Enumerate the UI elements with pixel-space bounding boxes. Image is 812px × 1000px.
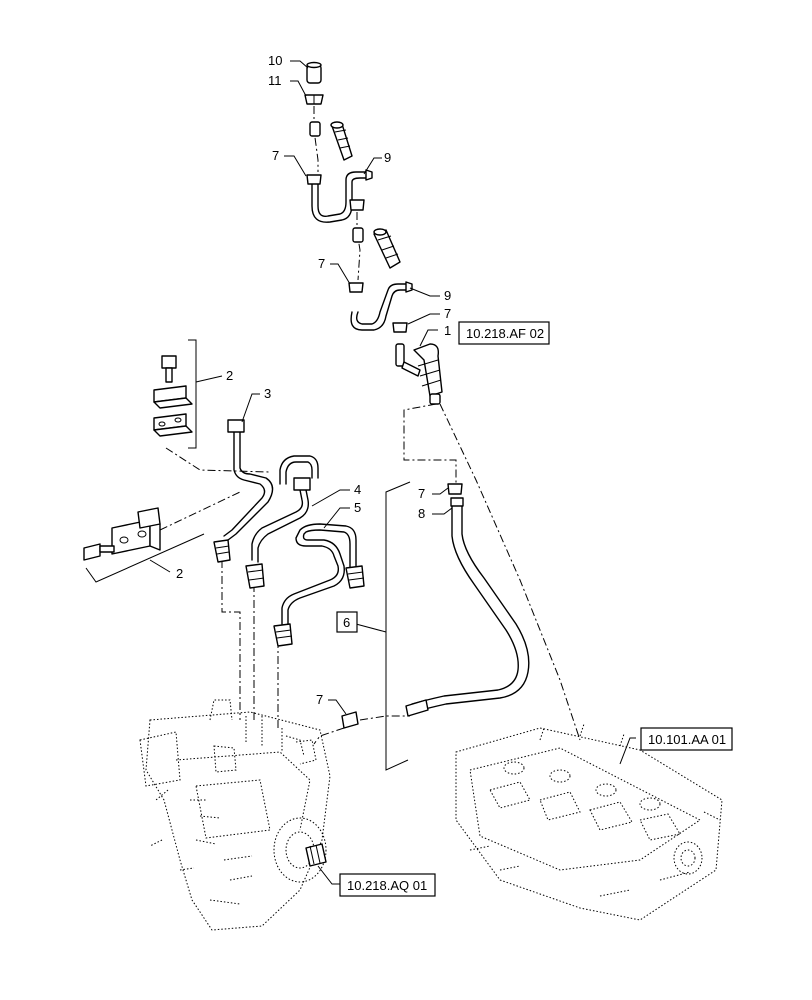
- fuel-injection-pump: [139, 699, 331, 931]
- part-2-clamp-upper: [153, 355, 193, 437]
- callout-7: 7: [316, 692, 323, 707]
- callout-9: 9: [384, 150, 391, 165]
- callout-7: 7: [318, 256, 325, 271]
- reference-box-injection-pump: 10.218.AQ 01: [339, 873, 436, 897]
- reference-box-injector: 10.218.AF 02: [458, 321, 550, 345]
- part-7-washer-a: [306, 174, 322, 185]
- pump-shaft-fitting: [305, 843, 327, 867]
- part-7-washer-f: [341, 711, 359, 729]
- callout-7: 7: [444, 306, 451, 321]
- callout-11: 11: [268, 73, 282, 88]
- upper-injector-fitting: [309, 121, 353, 161]
- reference-box-cylinder-head: 10.101.AA 01: [640, 727, 733, 751]
- callout-7: 7: [272, 148, 279, 163]
- part-7-washer-c: [348, 282, 364, 293]
- callout-7: 7: [418, 486, 425, 501]
- callout-8: 8: [418, 506, 425, 521]
- callout-6: 6: [343, 615, 350, 630]
- middle-injector-fitting: [352, 227, 401, 269]
- part-1-injector: [395, 343, 443, 405]
- callout-10: 10: [268, 53, 282, 68]
- callout-5: 5: [354, 500, 361, 515]
- part-4-injection-pipe: [245, 455, 319, 589]
- callout-3: 3: [264, 386, 271, 401]
- callout-1: 1: [444, 323, 451, 338]
- callout-4: 4: [354, 482, 361, 497]
- part-9-leakoff-pipe-lower: [350, 281, 413, 331]
- callout-6-box: 6: [336, 611, 358, 633]
- part-2-clamp-lower: [83, 507, 161, 561]
- part-11-nut: [304, 94, 324, 105]
- part-5-injection-pipe: [273, 523, 365, 647]
- part-9-leakoff-pipe-upper: [311, 169, 373, 223]
- callout-2: 2: [226, 368, 233, 383]
- part-10-cap: [306, 61, 322, 84]
- part-3-injection-pipe: [213, 419, 274, 563]
- part-7-washer-b: [349, 199, 365, 211]
- cylinder-head: [455, 723, 723, 921]
- reference-injector: 10.218.AF 02: [466, 326, 544, 341]
- part-7-washer-e: [447, 483, 463, 495]
- callout-2: 2: [176, 566, 183, 581]
- callout-9: 9: [444, 288, 451, 303]
- reference-injection-pump: 10.218.AQ 01: [347, 878, 427, 893]
- part-8-return-hose: [405, 497, 530, 717]
- reference-cylinder-head: 10.101.AA 01: [648, 732, 726, 747]
- part-7-washer-d: [392, 322, 408, 333]
